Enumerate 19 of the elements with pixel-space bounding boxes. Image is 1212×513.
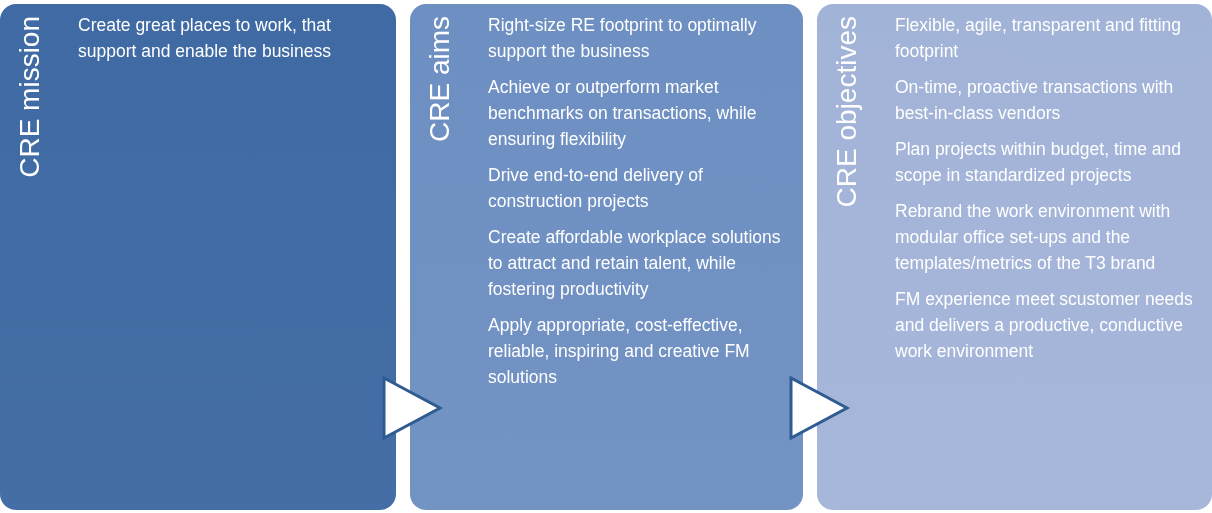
panel-title: CRE mission [14,16,46,178]
panel [817,4,1212,510]
arrow [789,376,849,440]
panel-title: CRE objectives [831,16,863,208]
list-item: Plan projects within budget, time and scope in standardized projects [895,138,1182,187]
panel [0,4,396,510]
list-item: On-time, proactive transactions with best-in-class vendors [895,76,1175,125]
arrow [382,376,442,440]
list-item: Create great places to work, that support and enable the business [78,14,332,63]
list-item: Achieve or outperform market benchmarks on transactions, while ensuring flexibility [488,76,758,151]
list-item: FM experience meet scustomer needs and delivers a productive, conductive work environment [895,288,1194,363]
list-item: Apply appropriate, cost-effective, reliable, inspiring and creative FM solutions [488,314,751,389]
panel-title: CRE aims [424,16,456,142]
list-item: Create affordable workplace solutions to attract and retain talent, while fostering productivity [488,226,782,301]
list-item: Rebrand the work environment with modular office set-ups and the templates/metrics of the T3 brand [895,200,1172,275]
list-item: Drive end-to-end delivery of construction projects [488,164,704,213]
list-item: Flexible, agile, transparent and fitting footprint [895,14,1182,63]
panel [410,4,803,510]
list-item: Right-size RE footprint to optimally support the business [488,14,758,63]
